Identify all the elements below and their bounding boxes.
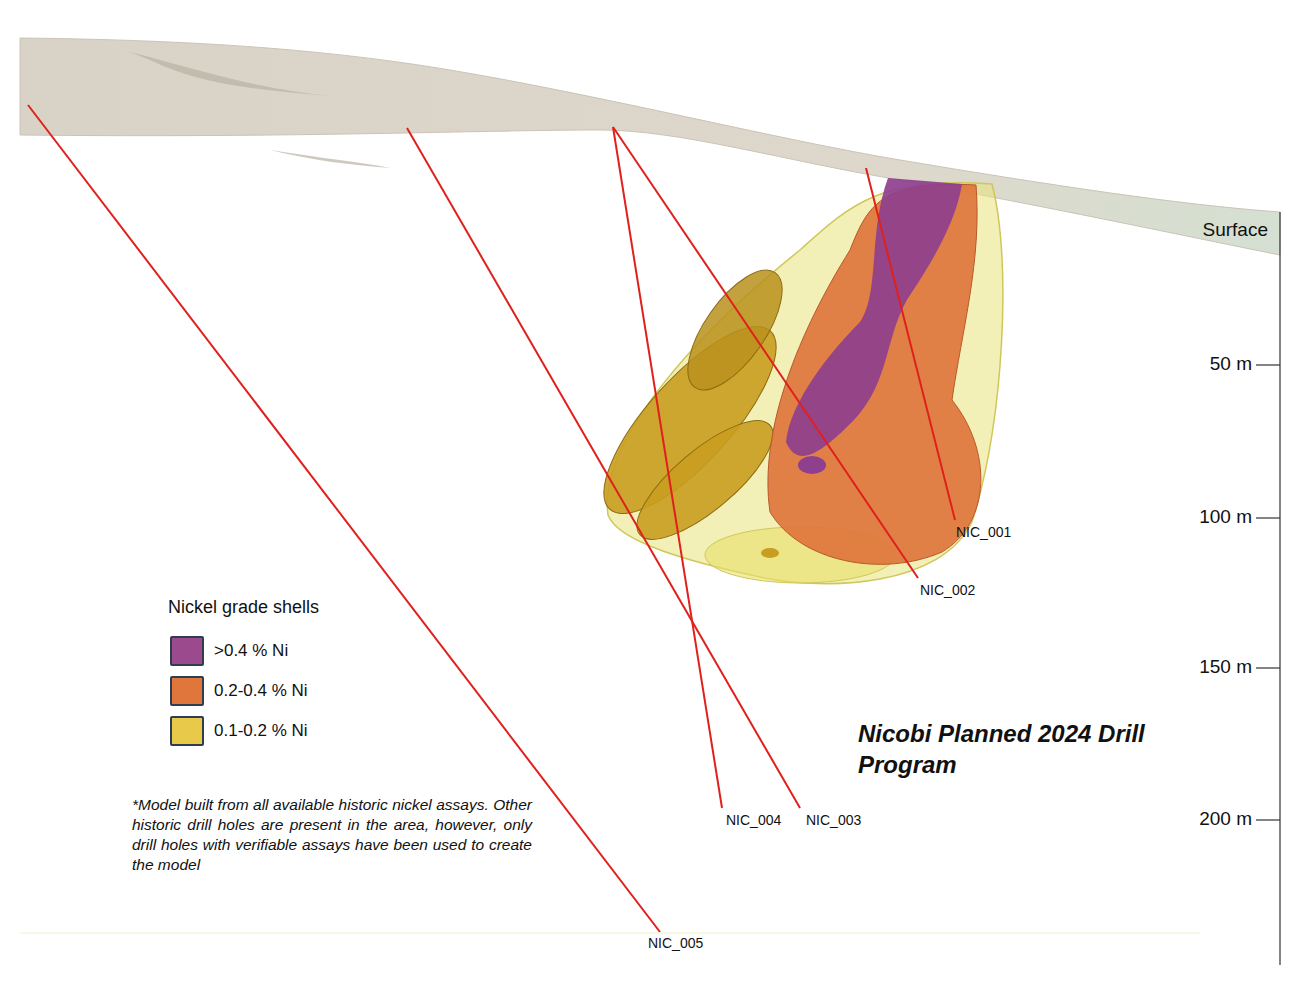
depth-tick — [1256, 517, 1280, 518]
legend-row: 0.2-0.4 % Ni — [170, 676, 308, 706]
hole-label: NIC_003 — [806, 812, 861, 828]
surface-label: Surface — [1203, 219, 1268, 241]
drill-hole — [866, 168, 955, 520]
program-title: Nicobi Planned 2024 Drill Program — [858, 718, 1158, 780]
band-seam — [130, 52, 330, 96]
legend-text: 0.1-0.2 % Ni — [214, 721, 308, 741]
depth-label: 100 m — [1199, 506, 1252, 528]
band-seam — [270, 150, 390, 168]
hole-label: NIC_001 — [956, 524, 1011, 540]
hole-label: NIC_004 — [726, 812, 781, 828]
low-grade-pod — [761, 548, 779, 558]
legend-swatch — [170, 716, 204, 746]
legend-swatch — [170, 636, 204, 666]
depth-axis — [1279, 212, 1280, 965]
overburden-band — [20, 38, 1280, 255]
legend-text: >0.4 % Ni — [214, 641, 288, 661]
depth-tick — [1256, 667, 1280, 668]
legend-swatch — [170, 676, 204, 706]
depth-tick — [1256, 364, 1280, 365]
depth-label: 150 m — [1199, 656, 1252, 678]
drill-hole — [407, 128, 800, 808]
drill-hole — [28, 105, 660, 932]
legend-text: 0.2-0.4 % Ni — [214, 681, 308, 701]
high-grade-shell — [786, 178, 962, 456]
depth-tick — [1256, 819, 1280, 820]
depth-label: 50 m — [1210, 353, 1252, 375]
drill-hole — [613, 127, 722, 808]
low-grade-lobe — [621, 402, 790, 557]
model-note: *Model built from all available historic… — [132, 795, 532, 876]
legend-row: 0.1-0.2 % Ni — [170, 716, 308, 746]
hole-label: NIC_005 — [648, 935, 703, 951]
low-grade-lobe — [670, 255, 799, 404]
drill-hole — [613, 127, 918, 578]
high-grade-pod — [798, 456, 826, 474]
baseline — [20, 933, 1200, 934]
hole-label: NIC_002 — [920, 582, 975, 598]
legend-title: Nickel grade shells — [168, 597, 319, 618]
legend-row: >0.4 % Ni — [170, 636, 288, 666]
depth-label: 200 m — [1199, 808, 1252, 830]
